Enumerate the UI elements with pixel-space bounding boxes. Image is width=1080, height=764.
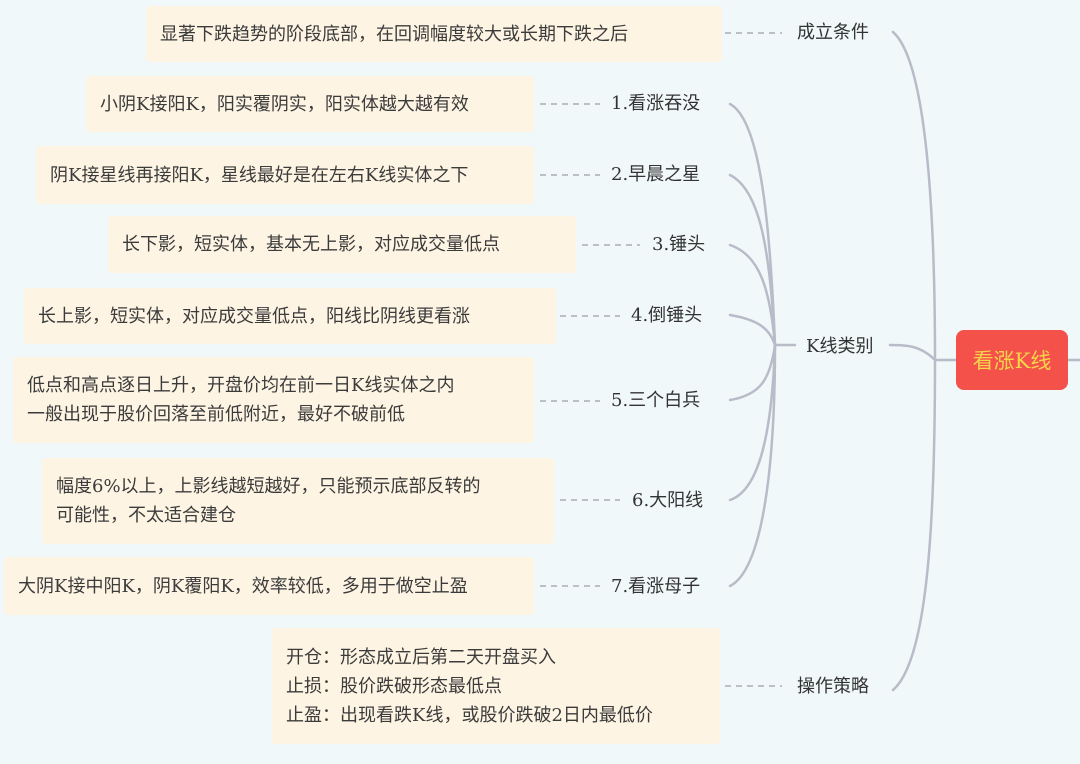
strategy-open: 开仓：形态成立后第二天开盘买入 [286, 646, 556, 668]
detail-line: 低点和高点逐日上升，开盘价均在前一日K线实体之内 [27, 375, 455, 396]
type-item-6[interactable]: 6.大阳线 [632, 490, 704, 511]
detail-line: 阴K接星线再接阳K，星线最好是在左右K线实体之下 [50, 164, 469, 186]
root-node[interactable]: 看涨K线 [956, 330, 1068, 390]
detail-line: 长上影，短实体，对应成交量低点，阳线比阴线更看涨 [38, 305, 470, 327]
type-item-3-detail[interactable]: 长下影，短实体，基本无上影，对应成交量低点 [108, 216, 576, 273]
type-item-1-detail[interactable]: 小阴K接阳K，阳实覆阴实，阳实体越大越有效 [86, 76, 534, 132]
type-item-6-detail[interactable]: 幅度6%以上，上影线越短越好，只能预示底部反转的 可能性，不太适合建仓 [42, 458, 554, 544]
type-item-2-detail[interactable]: 阴K接星线再接阳K，星线最好是在左右K线实体之下 [36, 146, 534, 204]
branch-strategy[interactable]: 操作策略 [797, 676, 869, 697]
type-item-7-detail[interactable]: 大阴K接中阳K，阴K覆阳K，效率较低，多用于做空止盈 [4, 557, 534, 615]
type-item-5[interactable]: 5.三个白兵 [611, 390, 701, 411]
type-item-2[interactable]: 2.早晨之星 [611, 164, 701, 185]
detail-line: 一般出现于股价回落至前低附近，最好不破前低 [27, 404, 405, 425]
detail-line: 长下影，短实体，基本无上影，对应成交量低点 [122, 234, 500, 255]
type-item-5-detail[interactable]: 低点和高点逐日上升，开盘价均在前一日K线实体之内 一般出现于股价回落至前低附近，… [13, 357, 534, 443]
type-item-3[interactable]: 3.锤头 [652, 234, 706, 255]
conditions-detail[interactable]: 显著下跌趋势的阶段底部，在回调幅度较大或长期下跌之后 [146, 6, 722, 62]
strategy-stop-loss: 止损：股价跌破形态最低点 [286, 675, 502, 697]
conditions-detail-text: 显著下跌趋势的阶段底部，在回调幅度较大或长期下跌之后 [160, 23, 628, 45]
strategy-take-profit: 止盈：出现看跌K线，或股价跌破2日内最低价 [286, 704, 653, 726]
type-item-7[interactable]: 7.看涨母子 [611, 576, 701, 597]
type-item-4-detail[interactable]: 长上影，短实体，对应成交量低点，阳线比阴线更看涨 [24, 288, 556, 344]
detail-line: 大阴K接中阳K，阴K覆阳K，效率较低，多用于做空止盈 [18, 575, 468, 597]
branch-conditions[interactable]: 成立条件 [797, 22, 869, 43]
strategy-detail[interactable]: 开仓：形态成立后第二天开盘买入 止损：股价跌破形态最低点 止盈：出现看跌K线，或… [272, 628, 720, 744]
type-item-4[interactable]: 4.倒锤头 [631, 305, 703, 326]
detail-line: 幅度6%以上，上影线越短越好，只能预示底部反转的 [56, 476, 481, 497]
detail-line: 小阴K接阳K，阳实覆阴实，阳实体越大越有效 [100, 93, 469, 115]
type-item-1[interactable]: 1.看涨吞没 [611, 93, 701, 114]
detail-line: 可能性，不太适合建仓 [56, 505, 236, 526]
root-label: 看涨K线 [972, 349, 1052, 373]
branch-types[interactable]: K线类别 [806, 336, 874, 357]
